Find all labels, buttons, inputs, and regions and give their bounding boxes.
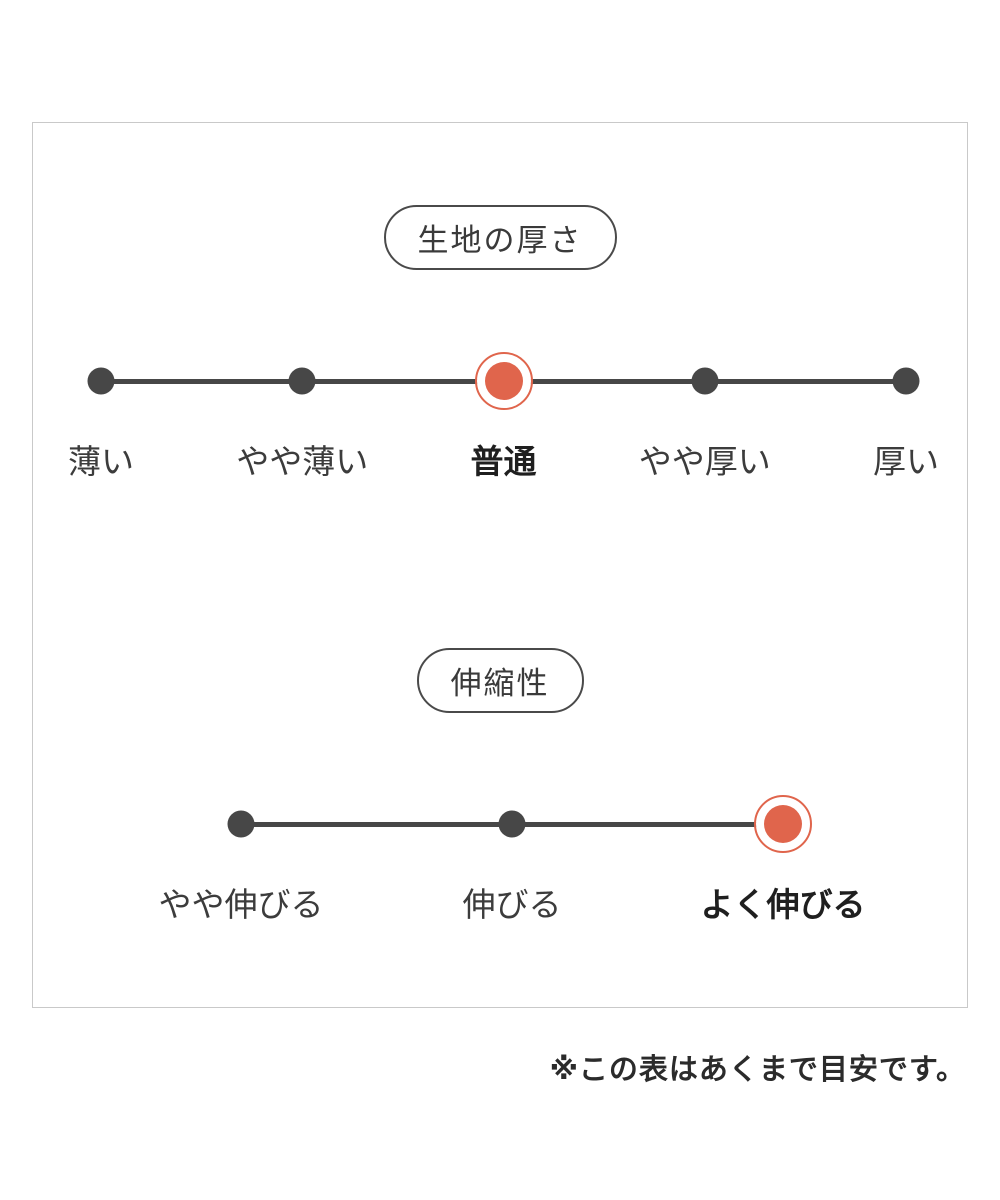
scale-dot (288, 367, 316, 395)
scale-labels: 薄い やや薄い 普通 やや厚い 厚い (68, 439, 939, 485)
scale-title: 伸縮性 (416, 648, 584, 713)
scale-label: やや厚い (638, 443, 771, 480)
scale-label: 厚い (873, 443, 939, 480)
selected-dot (754, 795, 812, 853)
stretchability-scale: 伸縮性やや伸びる 伸びる よく伸びる (33, 648, 967, 948)
scale-title-label: 伸縮性 (450, 666, 550, 701)
scale-label: やや伸びる (158, 886, 324, 923)
scale-label-selected: 普通 (470, 443, 537, 480)
selected-dot (474, 352, 533, 410)
scale-dot (691, 367, 719, 395)
disclaimer-note: ※この表はあくまで目安です。 (549, 1054, 966, 1086)
scale-label: 伸びる (462, 886, 562, 923)
scale-dot (87, 367, 115, 395)
scale-dot (892, 367, 920, 395)
scale-dot (498, 810, 526, 838)
scale-label: 薄い (68, 443, 134, 480)
scale-dot (227, 810, 255, 838)
spec-panel: 生地の厚さ薄い やや薄い 普通 やや厚い 厚い 伸縮性やや伸びる 伸びる よく伸びる (32, 122, 968, 1008)
scale-label: やや薄い (236, 443, 369, 480)
scale-title: 生地の厚さ (383, 205, 617, 270)
scale-title-label: 生地の厚さ (417, 223, 583, 258)
fabric-thickness-scale: 生地の厚さ薄い やや薄い 普通 やや厚い 厚い (33, 205, 967, 505)
scale-label-selected: よく伸びる (700, 886, 866, 923)
scale-labels: やや伸びる 伸びる よく伸びる (159, 882, 866, 928)
